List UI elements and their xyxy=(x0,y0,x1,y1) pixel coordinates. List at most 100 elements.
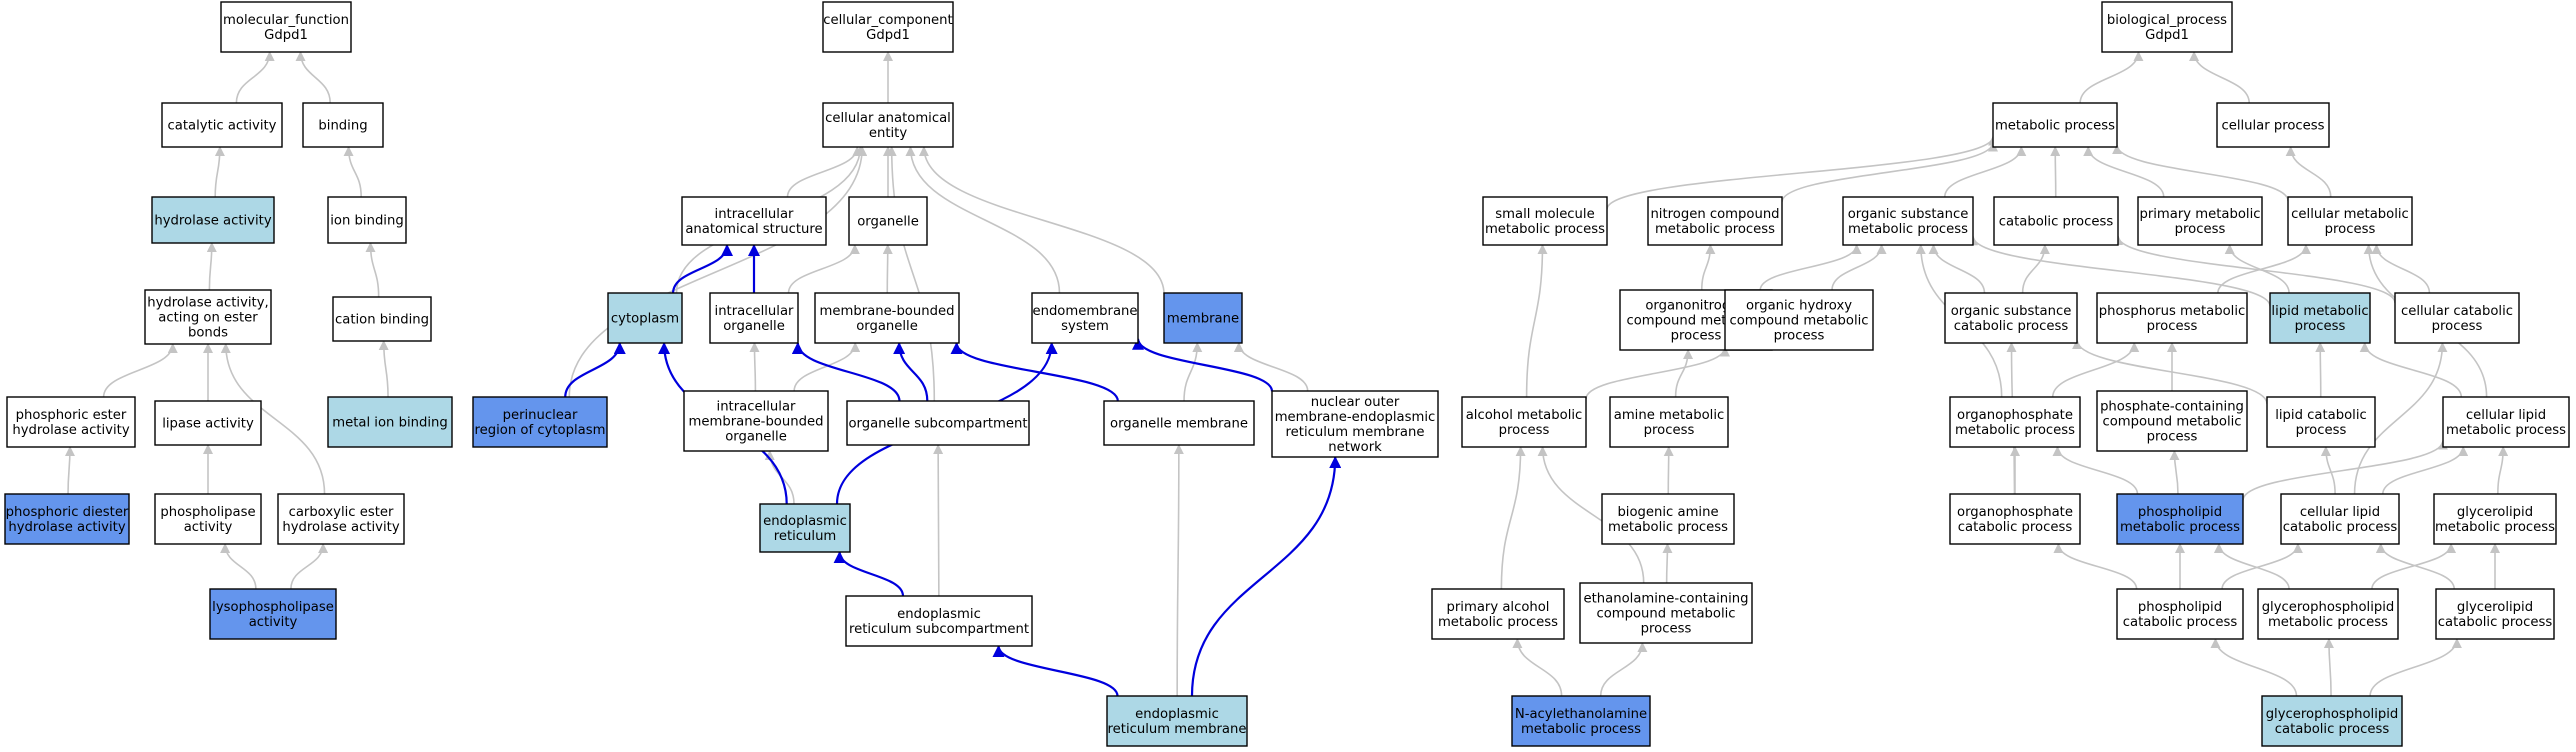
node-hydrolase[interactable]: hydrolase activity xyxy=(151,196,275,244)
node-label-line: ion binding xyxy=(330,214,403,229)
node-label-line: lipid metabolic xyxy=(2271,304,2368,319)
node-box xyxy=(2394,292,2520,344)
node-label-line: N-acylethanolamine xyxy=(1515,707,1647,722)
edge-phospholipid_met-to-cell_lipid xyxy=(2242,439,2448,501)
node-cytoplasm[interactable]: cytoplasm xyxy=(607,292,683,344)
node-organelle[interactable]: organelle xyxy=(848,196,928,246)
node-box xyxy=(1579,582,1753,644)
node-box xyxy=(151,196,275,244)
node-label-line: phosphoric ester xyxy=(16,408,127,423)
node-membrane[interactable]: membrane xyxy=(1163,292,1243,344)
edge-glycerophos_cat-to-phospholipid_cat xyxy=(2210,638,2298,697)
node-org_mem[interactable]: organelle membrane xyxy=(1103,400,1255,446)
node-binding[interactable]: binding xyxy=(302,102,384,148)
edge-binding-to-mf_root xyxy=(295,51,332,104)
edge-er_mem-to-nuc_outer xyxy=(1190,456,1342,697)
edge-org_sub-to-intra_org xyxy=(791,342,901,402)
node-catabolic[interactable]: catabolic process xyxy=(1993,196,2119,246)
node-box xyxy=(1601,493,1735,545)
node-box xyxy=(2435,588,2555,640)
edge-cell_lipid-to-lipid_met xyxy=(2359,342,2463,398)
node-cellular_proc[interactable]: cellular process xyxy=(2216,102,2330,148)
node-label-line: system xyxy=(1061,319,1109,334)
node-label-line: lipase activity xyxy=(162,417,254,432)
node-catalytic[interactable]: catalytic activity xyxy=(161,102,283,148)
node-metal_ion[interactable]: metal ion binding xyxy=(327,396,453,448)
node-label-line: endoplasmic xyxy=(1135,707,1219,722)
node-org_sub[interactable]: organelle subcompartment xyxy=(846,400,1030,446)
node-label-line: organophosphate xyxy=(1957,408,2073,423)
node-lipase[interactable]: lipase activity xyxy=(154,400,262,446)
node-nuc_outer[interactable]: nuclear outermembrane-endoplasmicreticul… xyxy=(1271,390,1439,458)
node-box xyxy=(845,595,1033,647)
node-label-line: lipid catabolic xyxy=(2275,408,2367,423)
node-label-line: process xyxy=(2147,430,2198,445)
node-label-line: intracellular xyxy=(715,304,794,319)
edge-org_mem-to-membrane xyxy=(1183,342,1203,402)
edge-cell_met-to-metabolic xyxy=(2112,144,2289,202)
node-metabolic[interactable]: metabolic process xyxy=(1992,102,2118,148)
node-box xyxy=(1609,396,1729,448)
node-label-line: binding xyxy=(318,119,367,134)
node-label-line: anatomical structure xyxy=(685,222,822,237)
node-label-line: cation binding xyxy=(335,313,429,328)
node-cation_binding[interactable]: cation binding xyxy=(332,296,432,342)
node-label-line: membrane-bounded xyxy=(820,304,955,319)
node-label-line: region of cytoplasm xyxy=(475,423,606,438)
node-ion_binding[interactable]: ion binding xyxy=(327,196,407,244)
node-box xyxy=(822,102,954,148)
node-label-line: compound metabolic xyxy=(1729,314,1868,329)
node-label-line: cellular process xyxy=(2221,119,2324,134)
edge-phosphorus-to-cell_met xyxy=(2217,244,2311,294)
node-label-line: catabolic process xyxy=(2283,520,2398,535)
node-label-line: membrane xyxy=(1167,312,1239,327)
